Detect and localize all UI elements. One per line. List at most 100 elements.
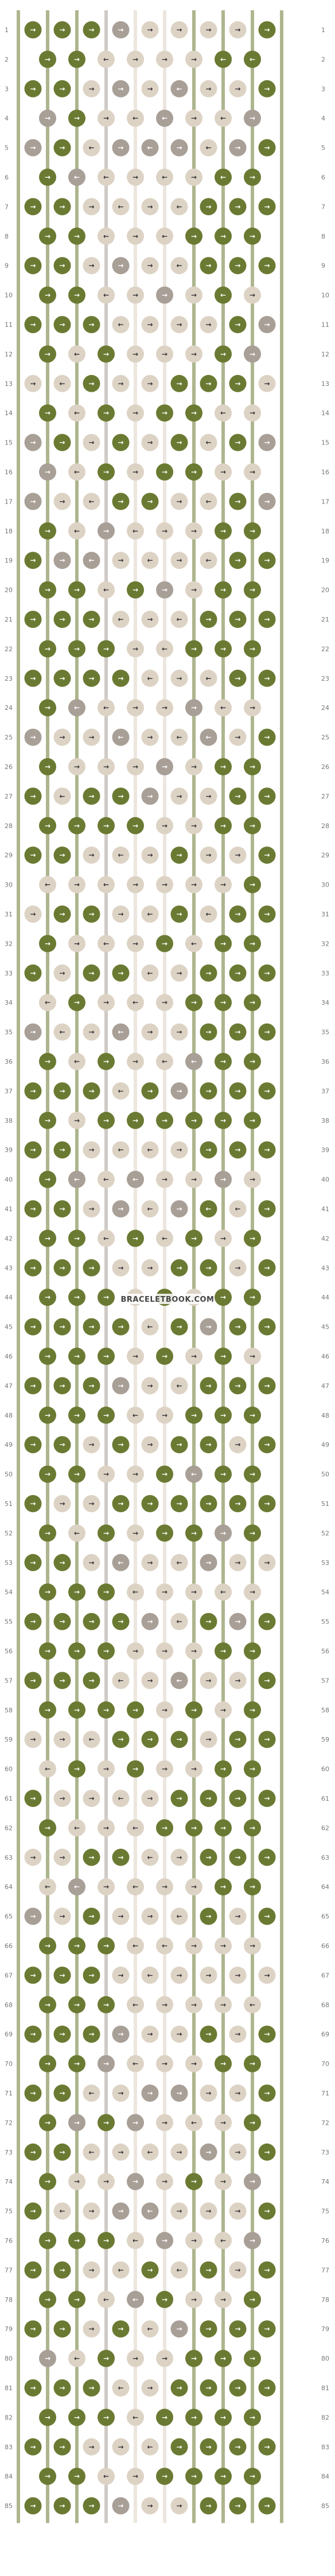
knot-shape [156, 1230, 173, 1247]
arrow-right-icon: → [103, 409, 109, 417]
knot-shape [200, 493, 217, 510]
knot: → [200, 2085, 217, 2102]
knot-shape [39, 935, 56, 953]
knot-shape [244, 169, 261, 186]
knot-shape [215, 1878, 232, 1896]
arrow-right-icon: → [220, 1529, 226, 1537]
arrow-right-icon: → [191, 704, 197, 712]
knot: → [185, 1937, 202, 1954]
knot: → [258, 80, 276, 97]
knot: → [200, 316, 217, 333]
arrow-right-icon: → [147, 1441, 153, 1449]
knot: → [229, 1966, 247, 1984]
knot-shape [24, 374, 42, 392]
knot: → [141, 1023, 159, 1041]
knot-shape [83, 1672, 100, 1689]
arrow-right-icon: → [162, 2355, 168, 2363]
arrow-right-icon: → [250, 2355, 255, 2363]
arrow-right-icon: → [118, 1381, 123, 1390]
knot-shape [215, 1701, 232, 1719]
arrow-right-icon: → [191, 1411, 197, 1419]
knot-shape [98, 1524, 115, 1542]
arrow-right-icon: → [235, 26, 240, 34]
knot-shape [215, 1996, 232, 2013]
arrow-right-icon: → [162, 468, 168, 476]
arrow-right-icon: → [191, 2237, 197, 2245]
knot-shape [244, 2290, 261, 2308]
knot-shape [141, 1790, 159, 1807]
knot: ← [112, 846, 130, 864]
knot: ← [156, 169, 173, 186]
knot: ← [68, 2349, 85, 2367]
knot-shape [98, 50, 115, 68]
knot-shape [83, 1377, 100, 1395]
knot: → [258, 2320, 276, 2338]
arrow-right-icon: → [220, 1411, 226, 1419]
arrow-right-icon: → [162, 1176, 168, 1184]
knot-shape [39, 2114, 56, 2132]
arrow-right-icon: → [176, 1441, 182, 1449]
knot: → [24, 552, 42, 569]
knot: → [127, 640, 144, 658]
knot: → [127, 2468, 144, 2485]
knot: → [112, 139, 130, 157]
arrow-right-icon: → [235, 1441, 240, 1449]
knot: → [229, 21, 247, 38]
row-number-left: 8 [5, 233, 9, 240]
arrow-right-icon: → [45, 173, 50, 181]
knot-shape [215, 1111, 232, 1129]
knot: → [39, 1111, 56, 1129]
knot-shape [98, 110, 115, 127]
row-number-left: 79 [5, 2325, 13, 2333]
knot: → [185, 2409, 202, 2426]
row-number-right: 22 [321, 645, 329, 653]
knot-shape [229, 1790, 247, 1807]
knot: → [39, 1053, 56, 1070]
arrow-right-icon: → [59, 1794, 65, 1802]
knot: → [53, 198, 71, 216]
knot-shape [127, 1053, 144, 1070]
knot: ← [127, 2232, 144, 2249]
arrow-left-icon: ← [118, 1559, 123, 1567]
arrow-right-icon: → [250, 1117, 255, 1125]
knot: → [53, 1790, 71, 1807]
knot: → [39, 2290, 56, 2308]
arrow-right-icon: → [88, 969, 94, 977]
knot-shape [53, 2261, 71, 2279]
arrow-right-icon: → [88, 1441, 94, 1449]
knot-shape [127, 2290, 144, 2308]
knot-shape [156, 1465, 173, 1483]
knot-shape [258, 2202, 276, 2220]
row-number-right: 66 [321, 1942, 329, 1950]
knot-shape [200, 1082, 217, 1100]
knot: → [24, 1848, 42, 1866]
arrow-right-icon: → [88, 85, 94, 93]
knot: → [98, 1996, 115, 2013]
knot: → [229, 1023, 247, 1041]
knot-shape [112, 2085, 130, 2102]
arrow-right-icon: → [191, 1352, 197, 1360]
knot: → [53, 905, 71, 923]
knot-shape [39, 1642, 56, 1660]
knot: → [229, 316, 247, 333]
knot-shape [127, 404, 144, 422]
knot-shape [229, 2261, 247, 2279]
knot-shape [156, 640, 173, 658]
arrow-right-icon: → [147, 1381, 153, 1390]
knot-shape [244, 463, 261, 481]
arrow-right-icon: → [191, 232, 197, 240]
knot: → [258, 2085, 276, 2102]
knot-shape [24, 1907, 42, 1925]
knot: → [229, 1907, 247, 1925]
knot-shape [229, 1907, 247, 1925]
knot: → [244, 522, 261, 540]
arrow-right-icon: → [250, 1883, 255, 1891]
knot: → [244, 2114, 261, 2132]
knot: → [185, 1348, 202, 1365]
arrow-right-icon: → [118, 910, 123, 918]
knot-shape [258, 1200, 276, 1217]
knot: → [83, 257, 100, 275]
knot: → [112, 964, 130, 982]
knot: ← [98, 286, 115, 304]
knot: → [244, 2055, 261, 2072]
